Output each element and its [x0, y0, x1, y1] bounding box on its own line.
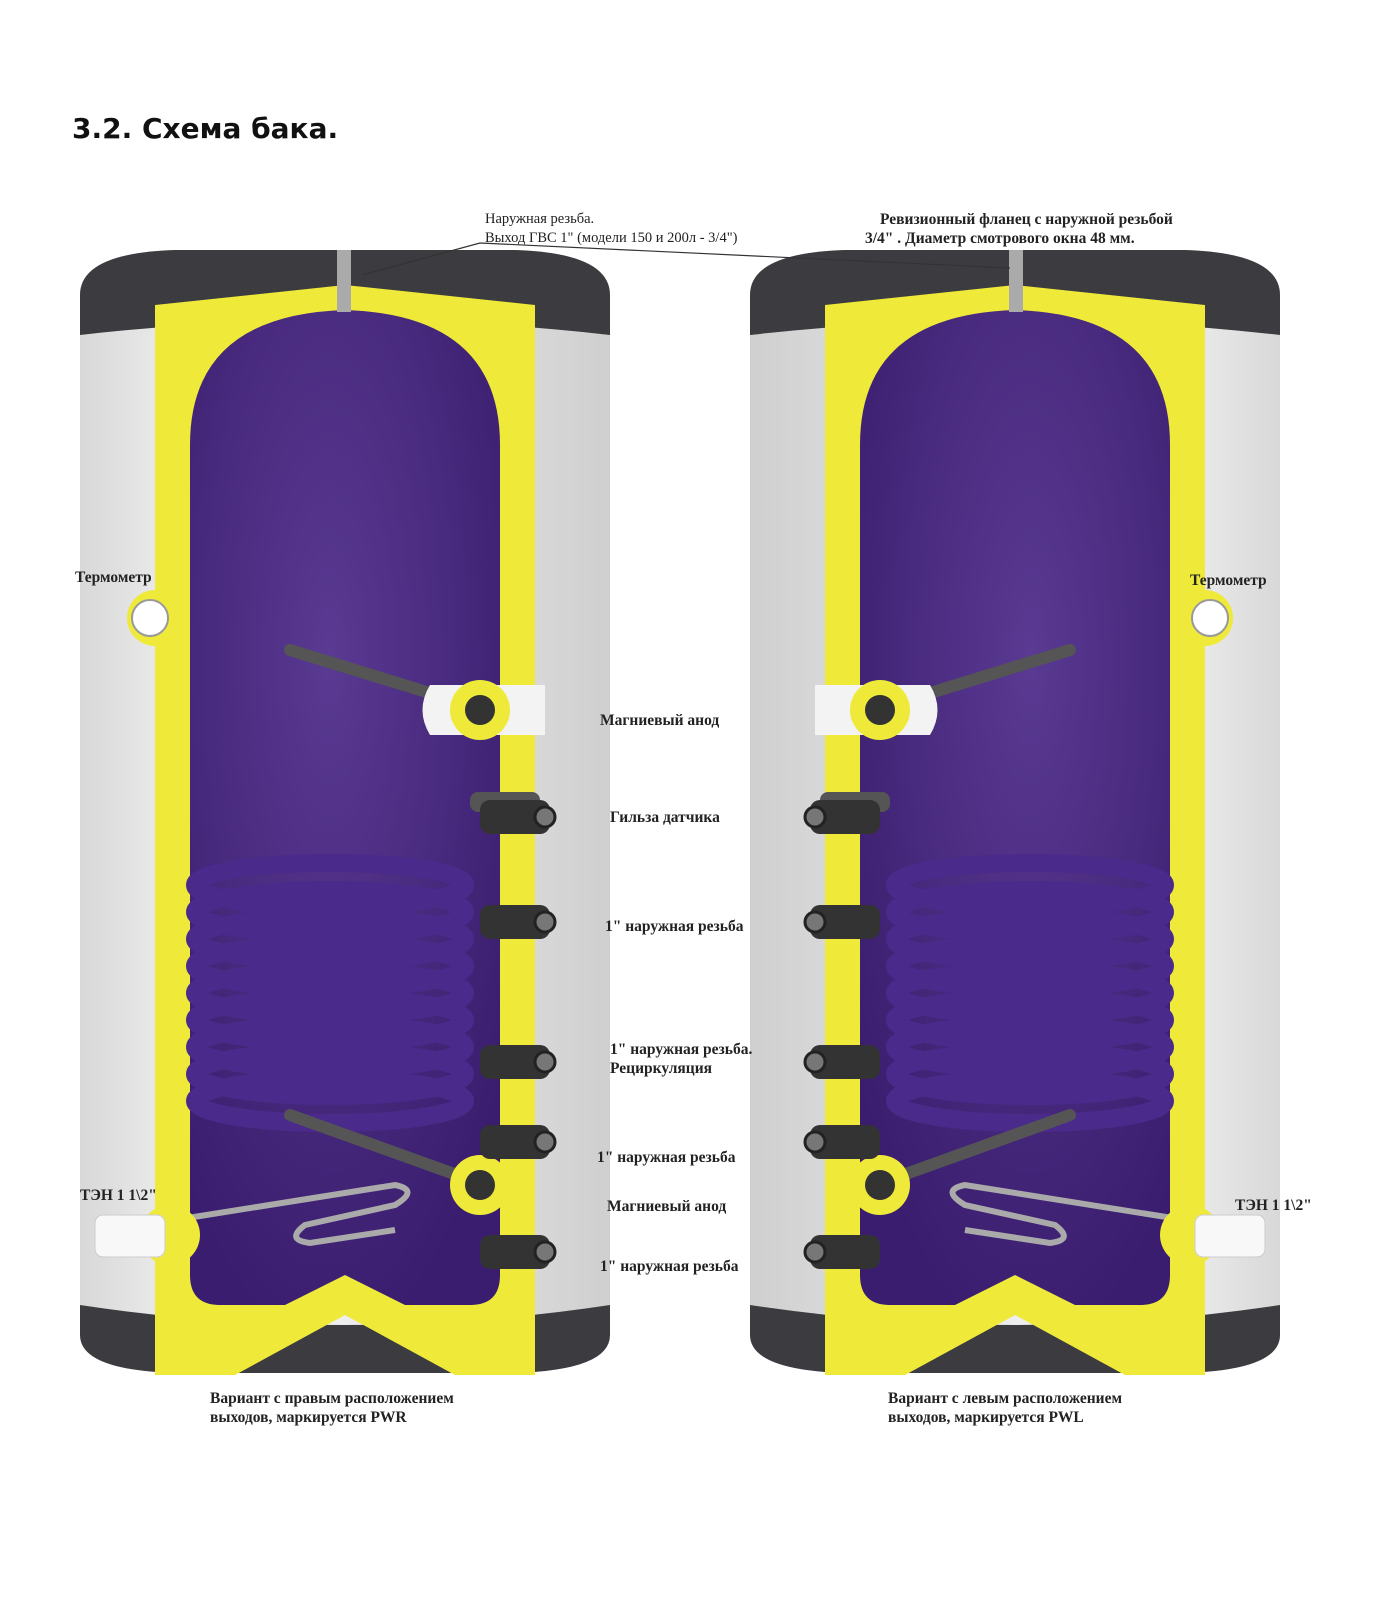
tank-diagram-pwr — [80, 250, 610, 1375]
section-title: 3.2. Схема бака. — [72, 112, 339, 145]
outlet-pipe — [337, 250, 351, 312]
label-line: Рециркуляция — [610, 1060, 713, 1077]
label-revision-flange: Ревизионный фланец с наружной резьбой 3/… — [865, 210, 1173, 248]
label-line: 3/4" . Диаметр смотрового окна 48 мм. — [865, 230, 1135, 247]
label-line: выходов, маркируется PWR — [210, 1409, 407, 1426]
pipe-fitting — [480, 1125, 550, 1159]
label-anode-lower: Магниевый анод — [607, 1198, 727, 1215]
pipe-fitting — [810, 800, 880, 834]
coil-turn — [886, 1043, 1174, 1105]
caption-pwr: Вариант с правым расположением выходов, … — [210, 1389, 454, 1427]
pipe-fitting — [480, 905, 550, 939]
coil-turn — [186, 935, 474, 997]
label-recirculation: 1" наружная резьба. Рециркуляция — [610, 1040, 752, 1078]
coil-turn — [186, 908, 474, 970]
label-thread-2: 1" наружная резьба — [597, 1149, 736, 1166]
label-thread-1: 1" наружная резьба — [605, 918, 744, 935]
outlet-pipe — [1009, 250, 1023, 312]
label-outlet-thread: Наружная резьба. Выход ГВС 1" (модели 15… — [485, 210, 737, 248]
label-heater-right: ТЭН 1 1\2" — [1235, 1197, 1312, 1214]
coil-turn — [186, 881, 474, 943]
label-heater-left: ТЭН 1 1\2" — [80, 1187, 157, 1204]
label-line: выходов, маркируется PWL — [888, 1409, 1084, 1426]
heater-cap — [1194, 1214, 1266, 1258]
heater-cap — [94, 1214, 166, 1258]
coil-turn — [886, 881, 1174, 943]
label-thermometer-right: Термометр — [1190, 572, 1267, 589]
pipe-fitting — [810, 905, 880, 939]
heating-element — [949, 1181, 1186, 1247]
coil-turn — [886, 908, 1174, 970]
coil-turn — [886, 935, 1174, 997]
coil-turn — [186, 1043, 474, 1105]
pipe-fitting — [810, 1125, 880, 1159]
tank-diagram-pwl — [750, 250, 1280, 1375]
coil-turn — [186, 1016, 474, 1078]
pipe-fitting — [480, 1045, 550, 1079]
coil-turn — [186, 989, 474, 1051]
pipe-fitting — [480, 800, 550, 834]
coil-turn — [886, 962, 1174, 1024]
label-anode-upper: Магниевый анод — [600, 712, 720, 729]
label-line: Вариант с левым расположением — [888, 1390, 1123, 1407]
heating-element — [174, 1181, 411, 1247]
pipe-fitting — [480, 1235, 550, 1269]
label-sensor-sleeve: Гильза датчика — [610, 809, 720, 826]
label-line: Выход ГВС 1" (модели 150 и 200л - 3/4") — [485, 230, 738, 246]
coil-turn — [886, 854, 1174, 916]
pipe-fitting — [810, 1045, 880, 1079]
label-thermometer-left: Термометр — [75, 569, 152, 586]
label-line: Ревизионный фланец с наружной резьбой — [880, 211, 1173, 228]
label-line: Наружная резьба. — [485, 211, 595, 227]
label-line: Вариант с правым расположением — [210, 1390, 454, 1407]
label-thread-3: 1" наружная резьба — [600, 1258, 739, 1275]
coil-turn — [886, 1016, 1174, 1078]
label-line: 1" наружная резьба. — [610, 1041, 753, 1058]
caption-pwl: Вариант с левым расположением выходов, м… — [888, 1389, 1122, 1427]
coil-turn — [886, 989, 1174, 1051]
pipe-fitting — [810, 1235, 880, 1269]
coil-turn — [186, 962, 474, 1024]
coil-turn — [186, 854, 474, 916]
